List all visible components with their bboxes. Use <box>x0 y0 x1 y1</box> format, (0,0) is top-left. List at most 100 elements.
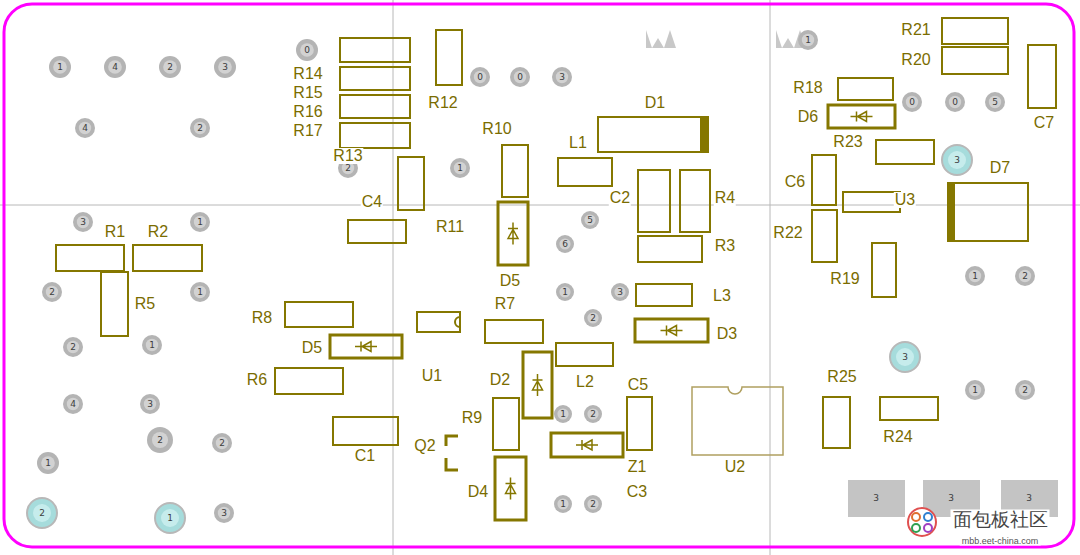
pad-hole <box>67 398 79 410</box>
through-hole-pad <box>554 495 572 513</box>
through-hole-pad <box>584 495 602 513</box>
through-hole-pad <box>214 503 234 523</box>
through-hole-pad <box>140 394 160 414</box>
component-outline <box>876 140 934 164</box>
pad-hole <box>559 238 570 249</box>
part-designator: C6 <box>784 174 806 190</box>
pin-number: 2 <box>1022 272 1028 281</box>
component-outline <box>942 18 1008 44</box>
through-hole-pad <box>510 67 530 87</box>
part-designator: R7 <box>494 296 516 312</box>
through-hole-pad <box>965 266 985 286</box>
pad-hole <box>949 96 961 108</box>
component-outline <box>843 192 900 212</box>
through-hole-pad <box>554 405 572 423</box>
through-hole-pad <box>470 67 490 87</box>
pad-hole <box>33 504 51 522</box>
pin-number: 0 <box>477 73 483 82</box>
pad-hole <box>1019 270 1031 282</box>
diode-symbol <box>576 440 598 450</box>
part-designator: D6 <box>797 109 819 125</box>
part-designator: U2 <box>724 459 746 475</box>
pin-number: 1 <box>149 341 155 350</box>
pad-hole <box>79 122 91 134</box>
through-hole-pad <box>584 309 602 327</box>
pad-hole <box>194 122 206 134</box>
pad-hole <box>896 348 914 366</box>
component-outline <box>285 302 353 327</box>
pad-hole <box>46 286 58 298</box>
through-hole-pad <box>798 30 818 50</box>
part-designator: D1 <box>644 95 666 111</box>
pad-hole <box>802 34 814 46</box>
pin-number: 2 <box>49 288 55 297</box>
pin-number: 1 <box>560 410 566 419</box>
through-hole-pad <box>581 211 599 229</box>
part-designator: R10 <box>481 121 512 137</box>
component-outline <box>680 170 710 232</box>
component-outline <box>495 457 526 520</box>
pin-number: 0 <box>517 73 523 82</box>
part-designator: R16 <box>292 104 323 120</box>
pin-number: 2 <box>197 124 203 133</box>
pad-hole <box>144 398 156 410</box>
pin-number: 2 <box>1022 386 1028 395</box>
through-hole-pad <box>63 337 83 357</box>
pin-number: 3 <box>80 218 86 227</box>
pad-hole <box>218 60 232 74</box>
component-outline <box>942 47 1008 74</box>
part-designator: Z1 <box>627 459 648 475</box>
through-hole-pad <box>212 433 232 453</box>
smd-pad <box>848 480 905 517</box>
part-designator: R6 <box>246 372 268 388</box>
component-outline <box>340 123 410 148</box>
diode-symbol <box>851 112 873 122</box>
part-designator: R4 <box>714 190 736 206</box>
component-outline <box>812 210 837 262</box>
diode-symbol <box>533 374 543 396</box>
ic-outline <box>692 387 783 455</box>
pad-hole <box>587 312 598 323</box>
pad-hole <box>1019 384 1031 396</box>
pin-number: 3 <box>902 353 908 362</box>
component-outline <box>880 397 938 420</box>
through-hole-pad <box>75 118 95 138</box>
part-designator: R20 <box>900 52 931 68</box>
component-outline <box>340 38 410 62</box>
through-hole-pad <box>556 235 574 253</box>
pin-number: 1 <box>560 500 566 509</box>
component-outline <box>635 319 708 342</box>
pin-number: 1 <box>457 164 463 173</box>
through-hole-pad <box>965 380 985 400</box>
part-designator: Q2 <box>413 438 436 454</box>
component-outline <box>638 236 702 262</box>
pin-number: 3 <box>147 400 153 409</box>
component-outline <box>948 183 1028 241</box>
diode-symbol <box>355 342 377 352</box>
pin-number: 2 <box>590 410 596 419</box>
through-hole-pad <box>147 427 173 453</box>
pin-number: 4 <box>82 124 88 133</box>
part-designator: C1 <box>354 448 376 464</box>
through-hole-pad <box>190 212 210 232</box>
through-hole-pad <box>155 503 185 533</box>
pad-hole <box>163 60 177 74</box>
part-designator: R5 <box>134 296 156 312</box>
component-outline <box>498 202 528 265</box>
pin-number: 3 <box>948 494 954 503</box>
pad-hole <box>161 509 179 527</box>
component-outline <box>340 67 410 90</box>
pad-hole <box>216 437 228 449</box>
through-hole-pad <box>104 56 126 78</box>
part-designator: R9 <box>461 410 483 426</box>
part-designator: R22 <box>772 225 803 241</box>
pin-number: 4 <box>70 400 76 409</box>
pin-number: 2 <box>70 343 76 352</box>
pad-hole <box>556 71 568 83</box>
through-hole-pad <box>942 145 972 175</box>
part-designator: R17 <box>292 123 323 139</box>
pad-hole <box>300 43 314 57</box>
pad-hole <box>41 456 55 470</box>
component-outline <box>398 157 424 210</box>
component-outline <box>523 352 552 418</box>
